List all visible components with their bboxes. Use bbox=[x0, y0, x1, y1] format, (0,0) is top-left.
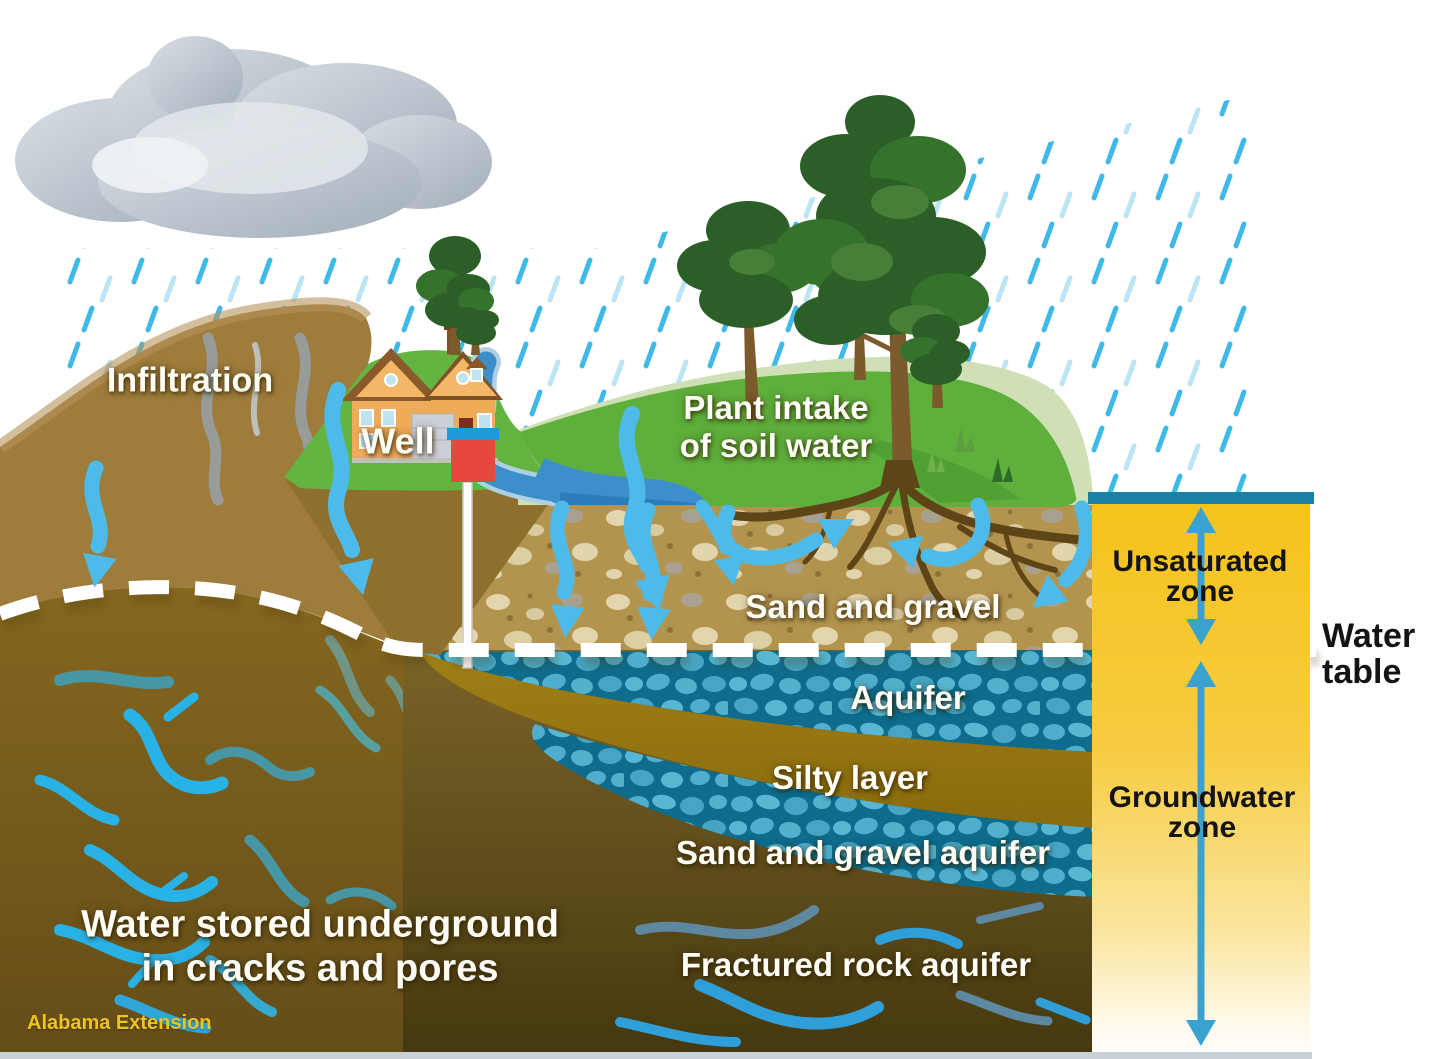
water-table-line1: Water bbox=[1322, 617, 1416, 655]
pine-trees bbox=[416, 95, 989, 478]
layer-sand-and-gravel-aquifer bbox=[531, 724, 1094, 897]
well-text: Well bbox=[361, 420, 435, 462]
water-stored-line2: in cracks and pores bbox=[141, 947, 499, 989]
sand-and-gravel-aquifer-text: Sand and gravel aquifer bbox=[675, 834, 1051, 872]
unsaturated-zone-label: Unsaturated zone bbox=[1112, 547, 1287, 607]
fractured-rock-aquifer-text: Fractured rock aquifer bbox=[680, 946, 1032, 984]
sand-and-gravel-text: Sand and gravel bbox=[745, 588, 1001, 626]
infiltration-label: Infiltration bbox=[107, 361, 273, 400]
groundwater-line1: Groundwater bbox=[1108, 781, 1296, 814]
plant-intake-line1: Plant intake bbox=[683, 389, 869, 427]
infiltration-text: Infiltration bbox=[106, 361, 274, 400]
zone-panel bbox=[1088, 492, 1314, 1052]
fractured-rock-aquifer-label: Fractured rock aquifer bbox=[681, 946, 1031, 984]
silty-layer-text: Silty layer bbox=[772, 759, 928, 797]
credit-label: Alabama Extension bbox=[27, 1012, 212, 1035]
water-table-line bbox=[0, 580, 1319, 666]
plant-intake-line2: of soil water bbox=[679, 427, 873, 464]
water-stored-label: Water stored underground in cracks and p… bbox=[81, 903, 559, 990]
water-table-line2: table bbox=[1322, 652, 1402, 691]
sand-and-gravel-label: Sand and gravel bbox=[746, 588, 1001, 626]
credit-text: Alabama Extension bbox=[27, 1012, 212, 1034]
layer-silty bbox=[420, 652, 1094, 828]
hill-flank bbox=[284, 477, 560, 655]
unsaturated-line1: Unsaturated bbox=[1112, 545, 1288, 578]
well-icon bbox=[447, 428, 499, 669]
groundwater-line2: zone bbox=[1167, 811, 1237, 844]
silty-layer-label: Silty layer bbox=[772, 759, 928, 797]
infiltration-arrows bbox=[83, 382, 1094, 640]
layer-aquifer bbox=[420, 650, 1094, 752]
groundwater-zone-label: Groundwater zone bbox=[1109, 783, 1296, 843]
water-stored-line1: Water stored underground bbox=[81, 903, 559, 946]
grass-tufts bbox=[927, 428, 1013, 482]
bottom-strip bbox=[0, 1052, 1312, 1059]
well-label: Well bbox=[361, 420, 434, 461]
water-table-label: Water table bbox=[1322, 617, 1416, 691]
plant-intake-label: Plant intake of soil water bbox=[680, 389, 873, 465]
storm-cloud-icon bbox=[15, 36, 492, 238]
sand-and-gravel-aquifer-label: Sand and gravel aquifer bbox=[676, 834, 1050, 872]
aquifer-label: Aquifer bbox=[850, 679, 966, 717]
unsaturated-line2: zone bbox=[1165, 575, 1235, 608]
aquifer-text: Aquifer bbox=[850, 679, 966, 717]
